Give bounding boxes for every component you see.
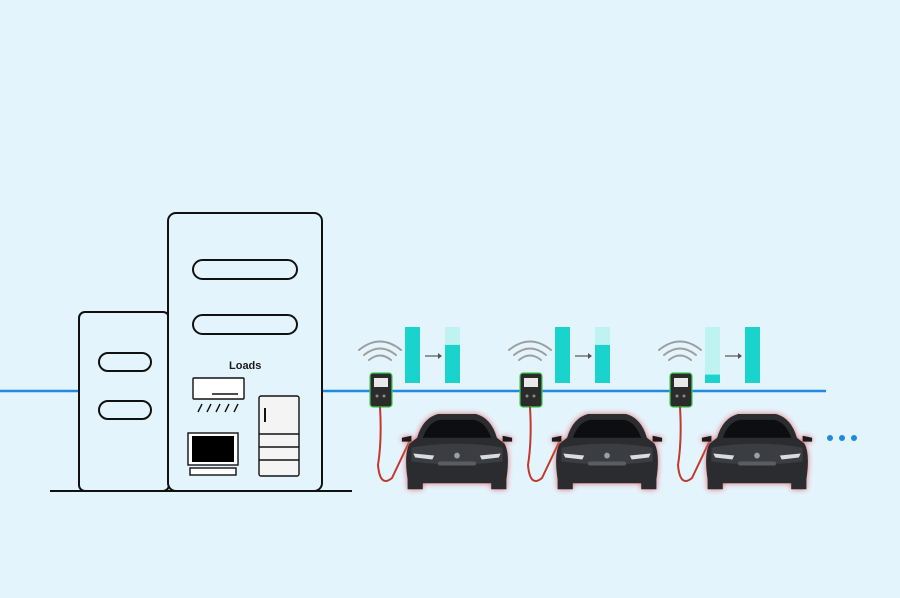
arrow-right-icon (575, 353, 592, 359)
ellipsis-icon (827, 435, 857, 441)
window-1 (192, 259, 298, 280)
electric-car-icon (401, 413, 513, 490)
charging-station-1 (358, 327, 513, 490)
charging-station-2 (508, 327, 663, 490)
charging-cable (526, 406, 561, 482)
wall-charger-icon (519, 372, 543, 408)
electric-car-icon (701, 413, 813, 490)
wall-charger-icon (669, 372, 693, 408)
arrow-right-icon (425, 353, 442, 359)
battery-before (705, 327, 720, 383)
loads-label: Loads (229, 360, 261, 372)
window-2 (192, 314, 298, 335)
charging-cable (676, 406, 711, 482)
battery-after (595, 327, 610, 383)
television-icon (187, 432, 239, 476)
wifi-signal-icon (358, 340, 402, 361)
window-4 (98, 400, 152, 420)
electric-car-icon (551, 413, 663, 490)
wifi-signal-icon (658, 340, 702, 361)
wall-charger-icon (369, 372, 393, 408)
arrow-right-icon (725, 353, 742, 359)
window-3 (98, 352, 152, 372)
battery-before (555, 327, 570, 383)
battery-after (445, 327, 460, 383)
battery-before (405, 327, 420, 383)
charging-station-3 (658, 327, 813, 490)
battery-after (745, 327, 760, 383)
refrigerator-icon (258, 395, 300, 477)
wifi-signal-icon (508, 340, 552, 361)
air-conditioner-icon (192, 377, 245, 413)
charging-cable (376, 406, 411, 482)
